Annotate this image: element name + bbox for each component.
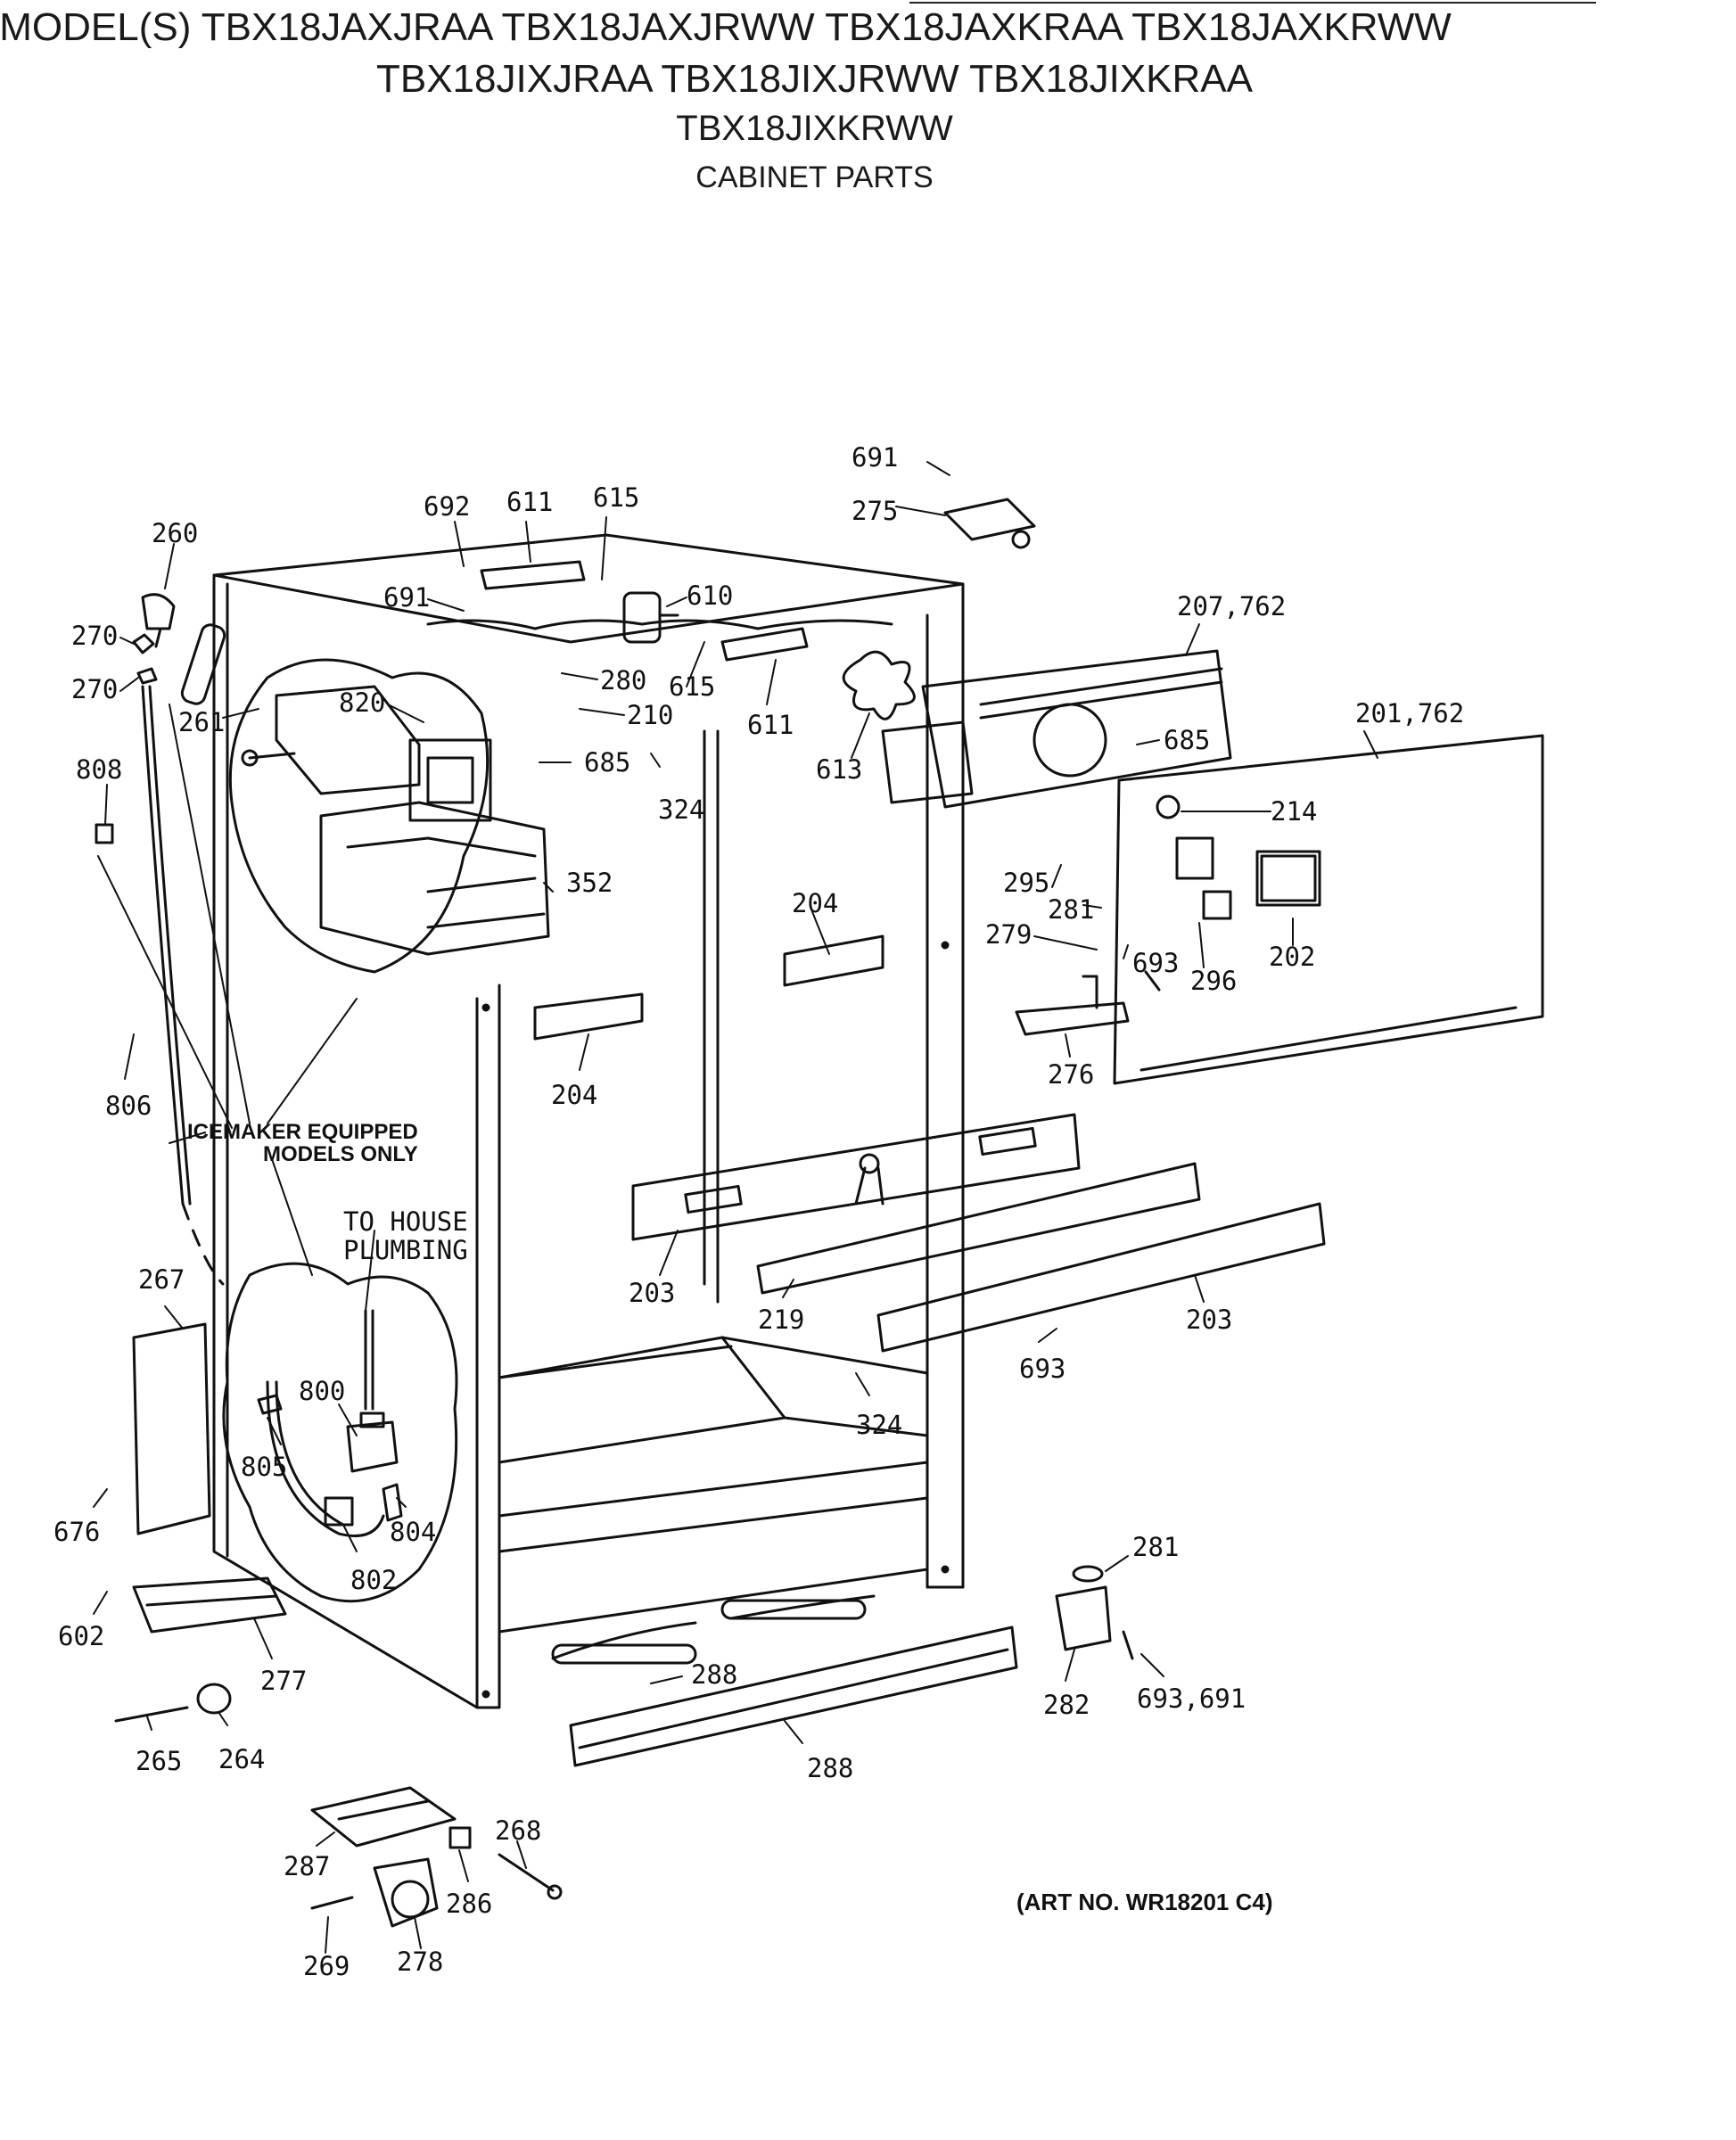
label-691-top: 691: [852, 442, 898, 473]
label-275: 275: [852, 496, 898, 526]
page-subtitle: CABINET PARTS: [695, 160, 934, 194]
note-icemaker-line1: ICEMAKER EQUIPPED: [187, 1120, 418, 1144]
label-207-762: 207,762: [1177, 591, 1286, 621]
mullion-rails: [533, 934, 1326, 1353]
leader-lines: [93, 461, 1378, 1954]
label-210: 210: [627, 700, 673, 730]
label-602: 602: [58, 1621, 104, 1651]
label-800: 800: [299, 1376, 345, 1406]
label-201-762: 201,762: [1355, 698, 1464, 728]
label-260: 260: [152, 518, 198, 548]
label-615-mid: 615: [669, 671, 715, 702]
label-269: 269: [303, 1951, 350, 1981]
evaporator-assembly: [480, 560, 1232, 809]
models-line-1: MODEL(S) TBX18JAXJRAA TBX18JAXJRWW TBX18…: [0, 5, 1452, 49]
label-324-top: 324: [658, 794, 704, 825]
label-611-top: 611: [506, 487, 553, 517]
label-203-right: 203: [1186, 1305, 1232, 1335]
label-352: 352: [566, 868, 613, 898]
label-676: 676: [53, 1517, 100, 1547]
note-plumbing-line1: TO HOUSE: [343, 1206, 468, 1237]
label-281-bottom: 281: [1132, 1532, 1179, 1562]
label-267: 267: [138, 1264, 185, 1295]
label-204-right: 204: [792, 888, 838, 918]
label-295: 295: [1003, 868, 1049, 898]
label-685-right: 685: [1164, 725, 1210, 755]
hinge-parts: [569, 498, 1161, 1767]
label-281-top: 281: [1048, 894, 1094, 925]
label-278: 278: [397, 1947, 443, 1977]
label-276: 276: [1048, 1059, 1094, 1090]
control-panel: [1113, 734, 1544, 1085]
label-268: 268: [495, 1815, 541, 1846]
label-691-mid: 691: [383, 582, 430, 613]
label-610: 610: [687, 580, 733, 611]
label-808: 808: [76, 754, 122, 785]
label-288-kickplate: 288: [807, 1753, 853, 1783]
cabinet-body: [212, 533, 965, 1709]
label-692: 692: [424, 491, 470, 522]
water-line: [95, 593, 226, 1286]
label-820: 820: [339, 687, 385, 718]
label-261: 261: [178, 707, 225, 737]
label-203-left: 203: [629, 1278, 675, 1308]
label-202: 202: [1269, 942, 1315, 972]
header-rule: [909, 2, 1596, 4]
label-693-691: 693,691: [1137, 1683, 1246, 1714]
label-270-b: 270: [71, 674, 118, 704]
label-279: 279: [985, 919, 1032, 950]
label-805: 805: [241, 1452, 287, 1482]
label-265: 265: [136, 1746, 182, 1776]
models-line-3: TBX18JIXKRWW: [676, 109, 953, 148]
models-line-2: TBX18JIXJRAA TBX18JIXJRWW TBX18JIXKRAA: [375, 57, 1254, 101]
label-693-mid: 693: [1019, 1354, 1065, 1384]
label-287: 287: [284, 1851, 330, 1881]
label-693-top: 693: [1132, 948, 1179, 978]
label-802: 802: [350, 1565, 397, 1595]
label-282: 282: [1043, 1690, 1090, 1720]
label-611-mid: 611: [747, 710, 794, 740]
label-204-left: 204: [551, 1080, 597, 1110]
label-270-a: 270: [71, 621, 118, 651]
label-806: 806: [105, 1091, 152, 1121]
plumbing-cutaway: [222, 1262, 458, 1603]
label-685-left: 685: [584, 747, 630, 778]
label-615-top: 615: [593, 482, 639, 513]
label-288-small: 288: [691, 1659, 737, 1690]
art-number: (ART NO. WR18201 C4): [1016, 1889, 1273, 1915]
label-264: 264: [218, 1744, 265, 1774]
label-613: 613: [816, 754, 862, 785]
label-219: 219: [758, 1305, 804, 1335]
note-icemaker-line2: MODELS ONLY: [263, 1142, 418, 1166]
label-277: 277: [260, 1666, 307, 1696]
label-214: 214: [1271, 796, 1317, 827]
label-324-bottom: 324: [856, 1410, 902, 1440]
label-804: 804: [390, 1517, 436, 1547]
label-286: 286: [446, 1889, 492, 1919]
icemaker-cutaway: [228, 658, 550, 974]
side-panel: [114, 1322, 563, 1928]
label-296: 296: [1190, 966, 1237, 996]
part-labels: 691 275 692 611 615 260 691 610 207,762 …: [53, 442, 1464, 1981]
label-280: 280: [600, 665, 646, 696]
note-plumbing-line2: PLUMBING: [343, 1235, 468, 1265]
